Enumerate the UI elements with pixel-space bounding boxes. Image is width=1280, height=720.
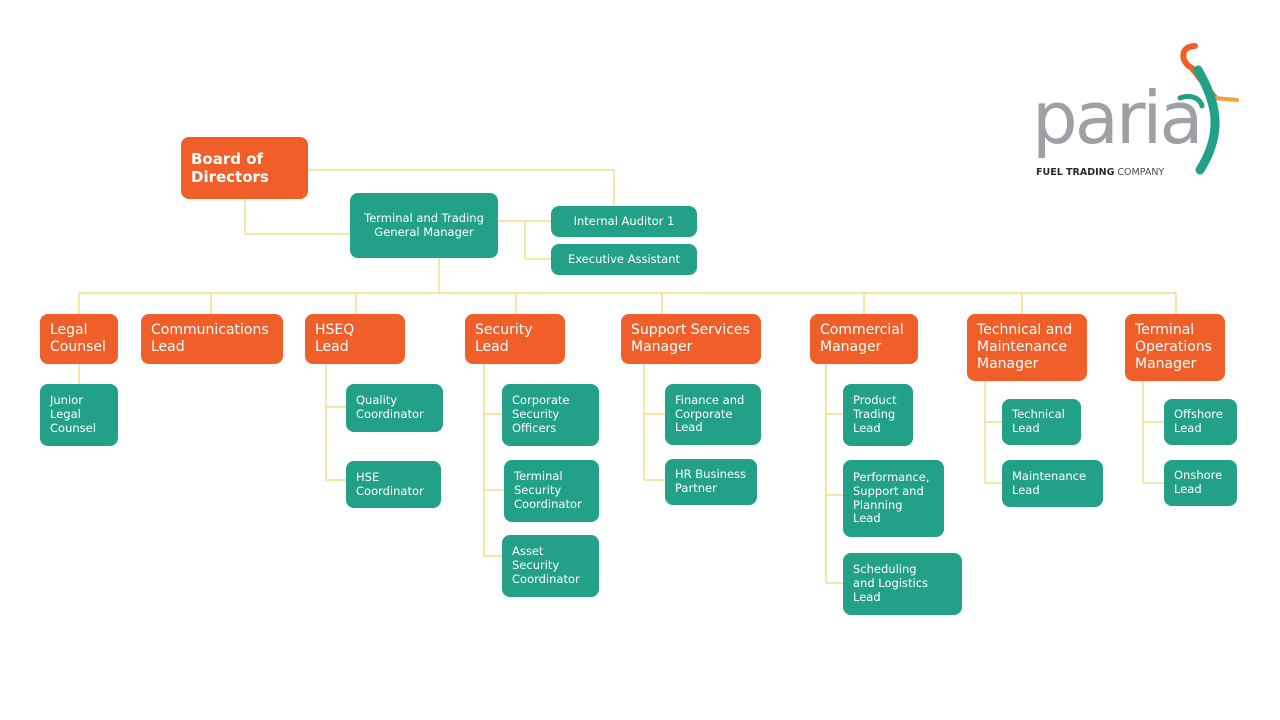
bird-icon: [1177, 43, 1239, 175]
logo-wordmark: paria: [1032, 76, 1204, 160]
internal-auditor-box: Internal Auditor 1: [551, 206, 697, 237]
dept-head-communications: Communications Lead: [141, 314, 283, 364]
report-corporate-security-officers: Corporate Security Officers: [502, 384, 599, 446]
paria-logo: paria FUEL TRADING COMPANY: [1030, 40, 1245, 190]
report-performance-support-planning: Performance, Support and Planning Lead: [843, 460, 944, 537]
report-terminal-security-coordinator: Terminal Security Coordinator: [504, 460, 599, 522]
report-asset-security-coordinator: Asset Security Coordinator: [502, 535, 599, 597]
dept-head-security: Security Lead: [465, 314, 565, 364]
report-finance-corporate-lead: Finance and Corporate Lead: [665, 384, 761, 445]
report-junior-legal-counsel: Junior Legal Counsel: [40, 384, 118, 446]
report-scheduling-logistics-lead: Scheduling and Logistics Lead: [843, 553, 962, 615]
dept-head-terminal-operations: Terminal Operations Manager: [1125, 314, 1225, 381]
dept-head-commercial: Commercial Manager: [810, 314, 918, 364]
dept-head-support-services: Support Services Manager: [621, 314, 761, 364]
report-quality-coordinator: Quality Coordinator: [346, 384, 443, 432]
logo-tagline: FUEL TRADING COMPANY: [1036, 167, 1165, 178]
report-hse-coordinator: HSE Coordinator: [346, 461, 441, 508]
report-offshore-lead: Offshore Lead: [1164, 399, 1237, 445]
report-onshore-lead: Onshore Lead: [1164, 460, 1237, 506]
report-maintenance-lead: Maintenance Lead: [1002, 460, 1103, 507]
report-technical-lead: Technical Lead: [1002, 399, 1081, 445]
executive-assistant-box: Executive Assistant: [551, 244, 697, 275]
dept-head-technical-maintenance: Technical and Maintenance Manager: [967, 314, 1087, 381]
dept-head-legal: Legal Counsel: [40, 314, 118, 364]
board-of-directors-box: Board of Directors: [181, 137, 308, 199]
report-product-trading-lead: Product Trading Lead: [843, 384, 913, 446]
dept-head-hseq: HSEQ Lead: [305, 314, 405, 364]
report-hr-business-partner: HR Business Partner: [665, 459, 757, 505]
general-manager-box: Terminal and Trading General Manager: [350, 193, 498, 258]
